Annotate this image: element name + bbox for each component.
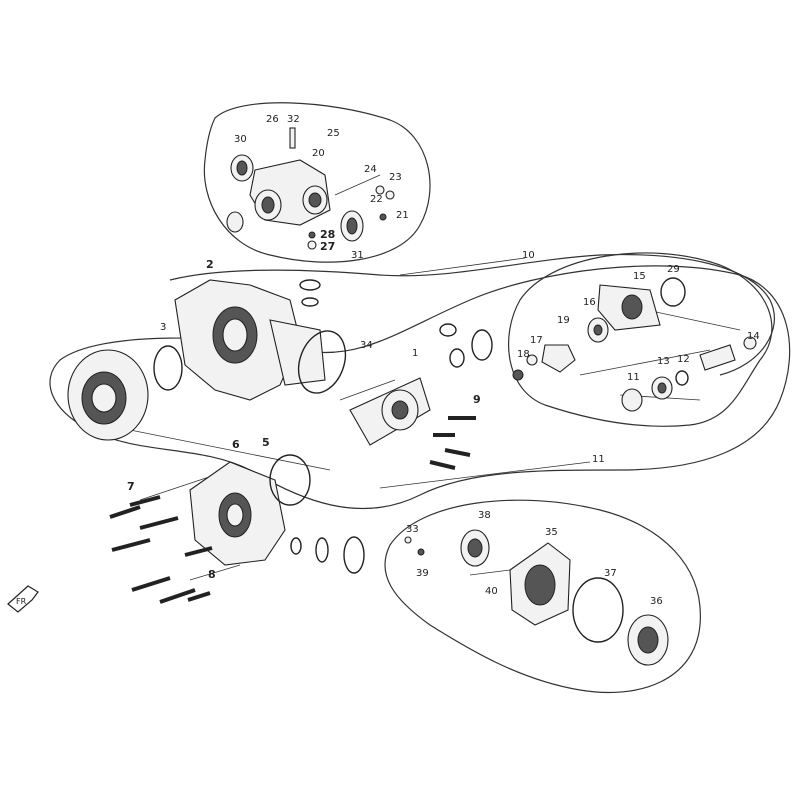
callout-29: 29 [667, 264, 680, 275]
callout-27: 27 [320, 240, 335, 253]
part-34-gasket [297, 330, 347, 394]
callout-23-top: 23 [389, 172, 402, 183]
part-5-oring [269, 454, 311, 506]
part-1-flange [339, 377, 431, 446]
callout-22: 22 [370, 194, 383, 205]
part-3-oring [153, 345, 183, 391]
callout-17: 17 [530, 335, 543, 346]
ring-gear [67, 349, 149, 441]
part-19-hub [541, 344, 576, 373]
callout-30: 30 [234, 134, 247, 145]
callout-14: 14 [747, 331, 760, 342]
callout-3: 3 [160, 322, 166, 333]
callout-32: 32 [287, 114, 300, 125]
callout-24: 24 [364, 164, 377, 175]
callout-13: 13 [657, 356, 670, 367]
part-29-oring [660, 277, 686, 307]
part-7-8-bolts [109, 495, 213, 604]
callout-10: 10 [522, 250, 535, 261]
callout-19: 19 [557, 315, 570, 326]
callout-6: 6 [232, 438, 240, 451]
part-6-cover [189, 461, 286, 566]
callout-20: 20 [312, 148, 325, 159]
callout-39: 39 [416, 568, 429, 579]
callout-labels: 26 32 25 30 20 24 23 22 21 28 27 31 10 2… [127, 114, 760, 607]
callout-25: 25 [327, 128, 340, 139]
callout-16: 16 [583, 297, 596, 308]
direction-arrow-icon: FR [7, 585, 39, 613]
callout-36: 36 [650, 596, 663, 607]
top-group-parts [226, 127, 395, 250]
callout-37: 37 [604, 568, 617, 579]
callout-18: 18 [517, 349, 530, 360]
callout-9: 9 [473, 393, 481, 406]
callout-2: 2 [206, 258, 214, 271]
bottom-right-group-outline [384, 499, 701, 694]
callout-5: 5 [262, 436, 270, 449]
callout-11-right: 11 [627, 372, 640, 383]
top-group-outline [203, 102, 431, 263]
callout-12: 12 [677, 354, 690, 365]
callout-15: 15 [633, 271, 646, 282]
callout-33: 33 [406, 524, 419, 535]
part-9-bolts [429, 416, 476, 470]
part-37-oring [572, 577, 624, 643]
large-assembly-outline [49, 265, 791, 510]
housing-outline [169, 254, 775, 376]
callout-28: 28 [320, 228, 335, 241]
part-12-pinion [699, 344, 736, 371]
part-11-seal [621, 388, 643, 412]
direction-label: FR [16, 597, 27, 606]
callout-21: 21 [396, 210, 409, 221]
callout-38: 38 [478, 510, 491, 521]
callout-11: 11 [592, 454, 605, 465]
right-group-outline [508, 252, 773, 427]
callout-34: 34 [360, 340, 373, 351]
callout-40: 40 [485, 586, 498, 597]
bottom-right-parts [404, 529, 669, 666]
part-2-housing [174, 279, 326, 401]
callout-31: 31 [351, 250, 364, 261]
callout-8: 8 [208, 568, 216, 581]
callout-1: 1 [412, 348, 418, 359]
callout-7: 7 [127, 480, 135, 493]
shims [290, 279, 493, 574]
callout-26: 26 [266, 114, 279, 125]
right-group-parts [512, 277, 757, 412]
callout-35: 35 [545, 527, 558, 538]
